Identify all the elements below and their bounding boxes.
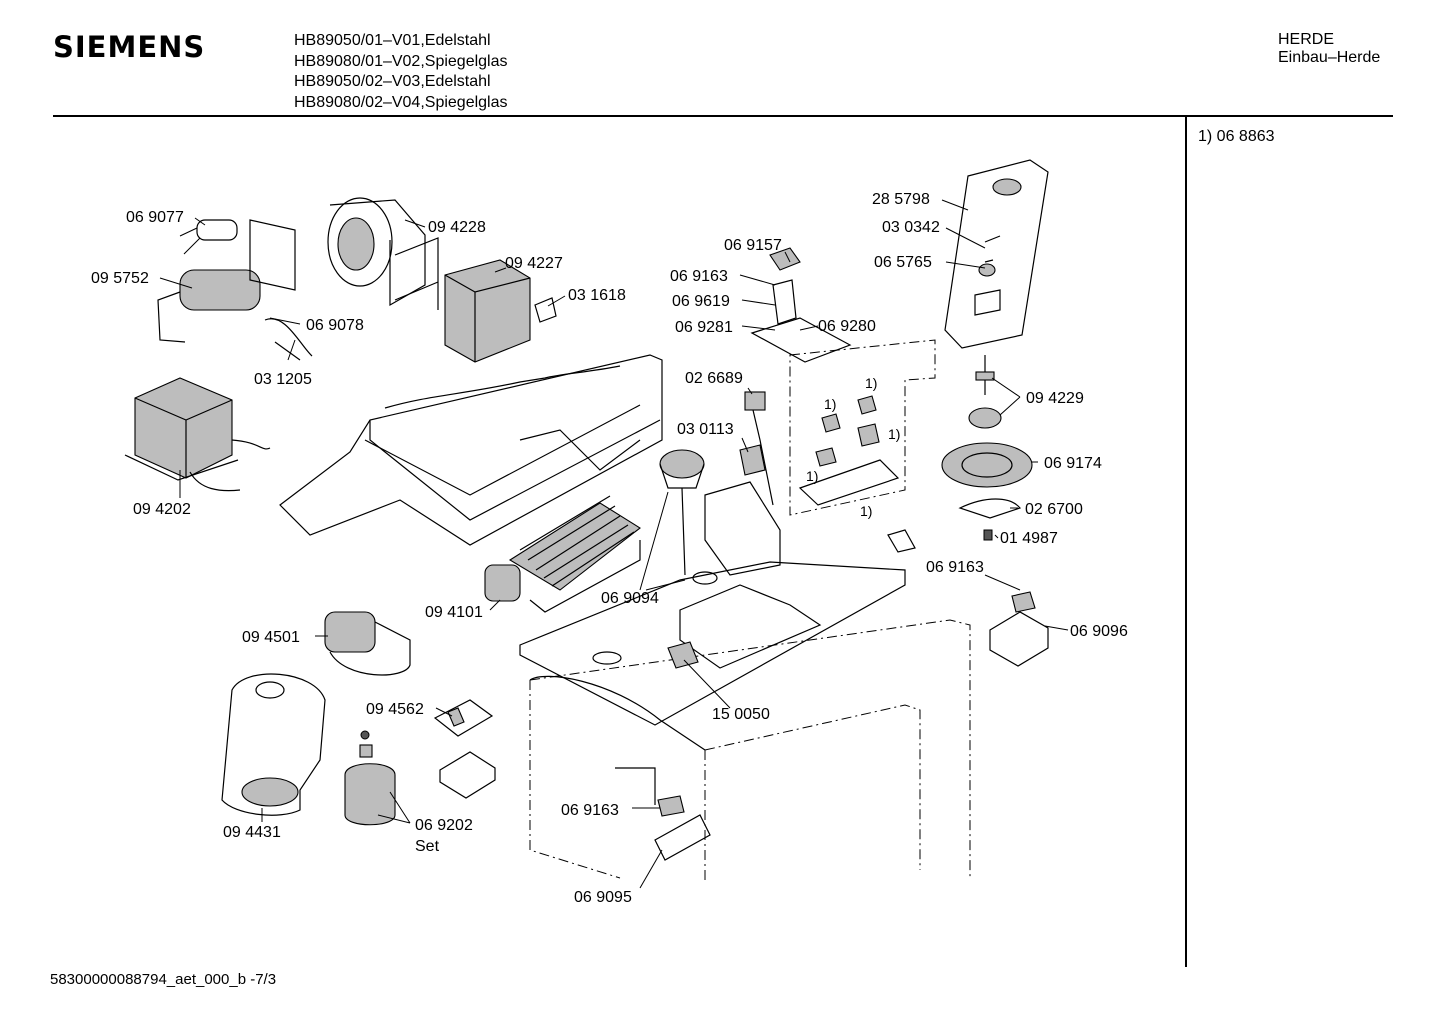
part-label: 06 9163: [561, 802, 619, 819]
footnote: 1) 06 8863: [1198, 128, 1275, 145]
shield-drawing: [958, 498, 1022, 541]
part-label: 06 9163: [670, 268, 728, 285]
tangential-fan-drawing: [484, 495, 641, 613]
model-list: HB89050/01–V01,Edelstahl HB89080/01–V02,…: [294, 31, 508, 113]
part-label: 06 9281: [675, 319, 733, 336]
part-label: Set: [415, 838, 440, 855]
capacitor-drawing: [157, 219, 313, 361]
part-label: 06 9163: [926, 559, 984, 576]
part-label: 09 4229: [1026, 390, 1084, 407]
rear-plate-drawing: [944, 159, 1049, 349]
part-label: 09 4562: [366, 701, 424, 718]
switch-assembly-drawing: [739, 247, 936, 516]
part-label: 09 4227: [505, 255, 563, 272]
leader-lines: [159, 199, 1069, 889]
part-label: 06 9157: [724, 237, 782, 254]
footnote-marker: 1): [806, 468, 818, 484]
part-label: 28 5798: [872, 191, 930, 208]
model-line: HB89080/01–V02,Spiegelglas: [294, 52, 508, 70]
blower-drawing: [327, 197, 439, 310]
part-label: 06 5765: [874, 254, 932, 271]
fan-wheel-drawing: [941, 442, 1033, 488]
door-switch-drawing: [615, 529, 1049, 861]
part-label: 03 1618: [568, 287, 626, 304]
part-label: 02 6689: [685, 370, 743, 387]
category-line: Einbau–Herde: [1278, 49, 1381, 66]
pump-set-drawing: [344, 730, 396, 826]
part-label: 09 4501: [242, 629, 300, 646]
cooling-tray-drawing: [279, 354, 663, 546]
oven-frame-drawing: [529, 619, 971, 880]
footnote-marker: 1): [865, 375, 877, 391]
fan-shaft-drawing: [968, 355, 1002, 429]
part-label: 06 9619: [672, 293, 730, 310]
part-label: 09 4202: [133, 501, 191, 518]
sidebar-divider: [1185, 117, 1187, 967]
thermostat-drawing: [659, 449, 705, 576]
part-label: 06 9077: [126, 209, 184, 226]
part-label: 06 9202: [415, 817, 473, 834]
document-code: 58300000088794_aet_000_b -7/3: [50, 971, 277, 988]
base-plate-drawing: [519, 481, 906, 726]
footnote-marker: 1): [888, 426, 900, 442]
footnote-markers: 1) 1) 1) 1) 1): [806, 375, 900, 519]
part-label: 09 4101: [425, 604, 483, 621]
part-label: 06 9174: [1044, 455, 1102, 472]
transformer-drawing: [124, 377, 271, 492]
cover-plate-drawing: [221, 673, 326, 816]
part-label: 06 9096: [1070, 623, 1128, 640]
brand-logo: SIEMENS: [53, 30, 206, 64]
pressure-switch-drawing: [667, 641, 699, 669]
header-divider: [53, 115, 1393, 117]
part-label: 06 9094: [601, 590, 659, 607]
model-line: HB89050/02–V03,Edelstahl: [294, 73, 491, 90]
part-label: 06 9095: [574, 889, 632, 906]
category-label: HERDE Einbau–Herde: [1278, 31, 1380, 67]
part-label: 06 9280: [818, 318, 876, 335]
part-label: 03 0342: [882, 219, 940, 236]
footnote-marker: 1): [824, 396, 836, 412]
part-label: 09 5752: [91, 270, 149, 287]
part-label: 09 4431: [223, 824, 281, 841]
transformer-drawing: [444, 259, 557, 363]
part-label: 02 6700: [1025, 501, 1083, 518]
part-labels: 06 9077 09 5752 06 9078 03 1205 09 4228 …: [91, 191, 1128, 906]
category-line: HERDE: [1278, 31, 1335, 48]
model-line: HB89050/01–V01,Edelstahl: [294, 32, 491, 49]
model-line: HB89080/02–V04,Spiegelglas: [294, 93, 508, 111]
motor-drawing: [324, 611, 411, 676]
part-label: 15 0050: [712, 706, 770, 723]
part-label: 09 4228: [428, 219, 486, 236]
footnote-marker: 1): [860, 503, 872, 519]
part-label: 06 9078: [306, 317, 364, 334]
part-label: 03 0113: [677, 421, 734, 438]
exploded-parts-diagram: 06 9077 09 5752 06 9078 03 1205 09 4228 …: [91, 159, 1128, 906]
control-board-drawing: [433, 699, 496, 799]
part-label: 01 4987: [1000, 530, 1058, 547]
part-label: 03 1205: [254, 371, 312, 388]
